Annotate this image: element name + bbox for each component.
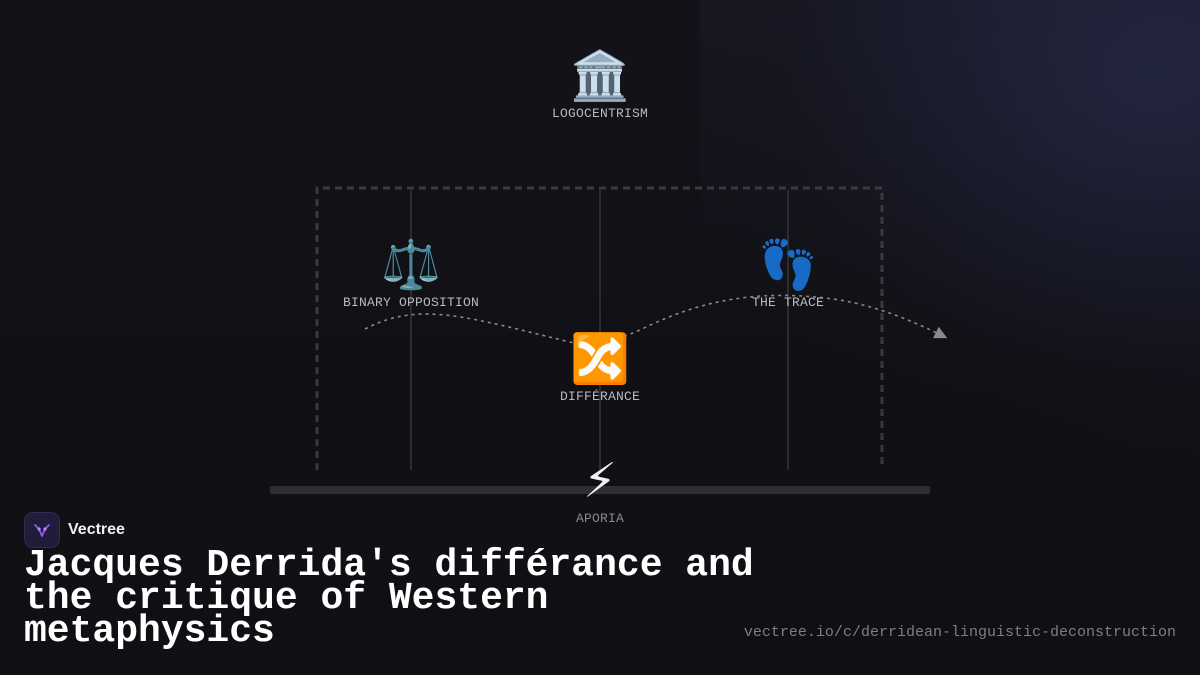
brand: Vectree (24, 512, 125, 548)
page-title: Jacques Derrida's différance and the cri… (24, 544, 754, 653)
node-label: LOGOCENTRISM (551, 106, 649, 121)
shuffle-icon: 🔀 (570, 331, 630, 387)
node-label: THE TRACE (751, 295, 825, 310)
node-label: BINARY OPPOSITION (342, 295, 480, 310)
frame-dashed (315, 186, 884, 470)
source-url[interactable]: vectree.io/c/derridean-linguistic-decons… (743, 624, 1176, 641)
node-differance: 🔀 DIFFÉRANCE (560, 331, 640, 404)
node-logocentrism: 🏛️ LOGOCENTRISM (552, 48, 648, 121)
vectree-logo-icon (24, 512, 60, 548)
brand-name: Vectree (68, 521, 125, 538)
footprints-icon: 👣 (758, 237, 818, 293)
node-label: DIFFÉRANCE (559, 389, 641, 404)
node-the-trace: 👣 THE TRACE (752, 237, 824, 310)
node-binary-opposition: ⚖️ BINARY OPPOSITION (343, 237, 479, 310)
foundation-beam (270, 486, 930, 494)
light-beam (700, 0, 1200, 560)
node-aporia: ⚡ APORIA (576, 453, 624, 526)
lightning-icon: ⚡ (583, 453, 617, 509)
classical-building-icon: 🏛️ (570, 48, 630, 104)
node-label: APORIA (575, 511, 625, 526)
balance-scale-icon: ⚖️ (381, 237, 441, 293)
